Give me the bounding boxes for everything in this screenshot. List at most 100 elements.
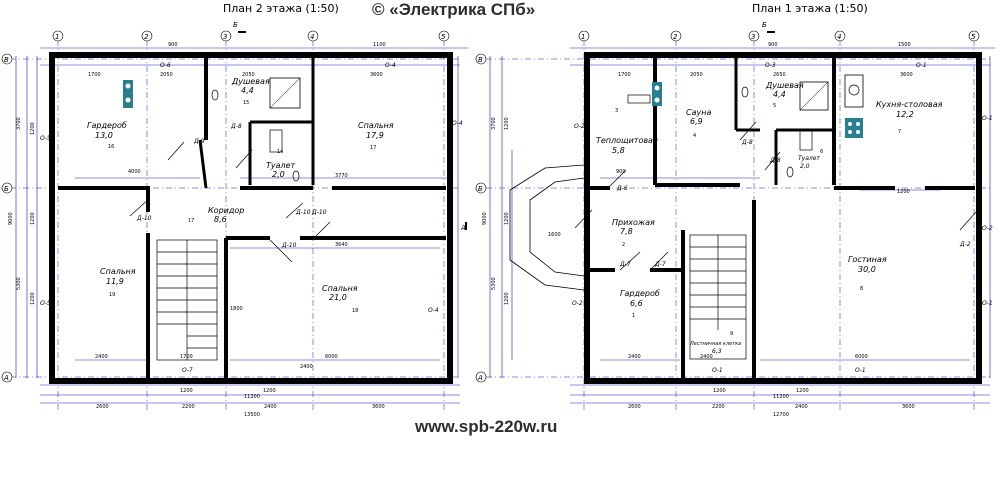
room-area: 8,6 bbox=[214, 215, 227, 224]
room-number: 17 bbox=[370, 145, 376, 151]
plan1-room-labels: Теплощитовая 5,8 3 Сауна 6,9 4 Душевая 4… bbox=[596, 81, 943, 355]
plan1-opening-marks: О-3 О-1 О-2 О-1 О-2 О-2 О-1 О-1 О-1 Д-8 … bbox=[572, 62, 993, 374]
dim: 1700 bbox=[88, 72, 101, 78]
plan1-axis-row-v: В bbox=[478, 56, 483, 64]
plan1-doors bbox=[574, 121, 977, 271]
room-area: 12,2 bbox=[896, 110, 914, 119]
plan2-dimension-values: 900 1100 1700 2050 2050 3600 1200 1200 1… bbox=[8, 42, 386, 418]
plan1-axis-col-5: 5 bbox=[971, 33, 976, 41]
dim: 1200 bbox=[504, 212, 510, 225]
dim: 1500 bbox=[898, 42, 911, 48]
dim: 9000 bbox=[482, 212, 488, 225]
room-number: 14 bbox=[277, 149, 283, 155]
room-number: 17 bbox=[188, 218, 194, 224]
room-name: Кухня-столовая bbox=[876, 100, 943, 109]
room-number: 3 bbox=[615, 108, 618, 114]
room-area: 30,0 bbox=[858, 265, 876, 274]
plan2-title: План 2 этажа (1:50) bbox=[223, 2, 339, 15]
plan1-axis-lines bbox=[486, 40, 990, 412]
room-area: 5,8 bbox=[612, 146, 625, 155]
room-area: 11,9 bbox=[106, 277, 124, 286]
plan2-axis-col-2: 2 bbox=[144, 33, 149, 41]
window-mark: О-1 bbox=[712, 367, 723, 374]
dim: 1200 bbox=[897, 189, 910, 195]
room-name: Душевая bbox=[765, 81, 804, 90]
plan2-dimension-lines bbox=[15, 47, 468, 404]
plan2-axis-labels: 1 2 3 4 5 В Б А bbox=[3, 33, 446, 382]
dim: 11200 bbox=[244, 394, 260, 400]
dim: 2050 bbox=[160, 72, 173, 78]
plan1-section-a: А bbox=[460, 224, 466, 232]
room-area: 21,0 bbox=[329, 293, 347, 302]
door-mark: Д-8 bbox=[769, 157, 781, 164]
plan1-axis-col-1: 1 bbox=[581, 33, 585, 41]
dim: 3770 bbox=[335, 173, 348, 179]
plan2-axis-col-4: 4 bbox=[310, 33, 314, 41]
dim: 3600 bbox=[900, 72, 913, 78]
room-area: 17,9 bbox=[366, 131, 384, 140]
plan2-stairs bbox=[156, 239, 218, 361]
dim: 1200 bbox=[30, 122, 36, 135]
door-mark: Д-6 bbox=[616, 185, 628, 192]
room-area: 7,8 bbox=[620, 227, 633, 236]
room-area: 6,9 bbox=[690, 117, 703, 126]
room-name: Спальня bbox=[358, 121, 394, 130]
plan1-axis-col-3: 3 bbox=[751, 33, 755, 41]
dim: 3600 bbox=[370, 72, 383, 78]
window-mark: О-1 bbox=[982, 300, 993, 307]
dim: 3600 bbox=[902, 404, 915, 410]
window-mark: О-7 bbox=[182, 367, 193, 374]
dim: 5300 bbox=[16, 277, 22, 290]
dim: 900 bbox=[768, 42, 778, 48]
door-mark: Д-10 bbox=[295, 209, 311, 216]
room-name: Туалет bbox=[266, 161, 296, 170]
room-number: 15 bbox=[243, 100, 249, 106]
dim: 2650 bbox=[773, 72, 786, 78]
dim: 5300 bbox=[491, 277, 497, 290]
dim: 3600 bbox=[372, 404, 385, 410]
plan1-dimension-lines bbox=[489, 47, 995, 404]
dim: 1700 bbox=[618, 72, 631, 78]
room-name: Спальня bbox=[100, 267, 136, 276]
plan2-opening-marks: О-6 О-4 О-5 О-5 О-4 О-7 О-4 Д-9 Д-8 Д-10… bbox=[40, 62, 463, 374]
plan1-section-mark: Б bbox=[762, 21, 767, 29]
window-mark: О-2 bbox=[982, 225, 993, 232]
window-mark: О-2 bbox=[574, 123, 585, 130]
room-name: Лестничная клетка bbox=[689, 341, 741, 347]
dim: 6000 bbox=[325, 354, 338, 360]
dim: 2400 bbox=[628, 354, 641, 360]
dim: 2050 bbox=[242, 72, 255, 78]
room-area: 6,6 bbox=[630, 299, 643, 308]
room-number: 6 bbox=[820, 149, 823, 155]
dim: 3700 bbox=[491, 117, 497, 130]
dim: 2400 bbox=[95, 354, 108, 360]
room-name: Гостиная bbox=[848, 255, 887, 264]
plan2-section-mark: Б bbox=[233, 21, 238, 29]
dim: 1200 bbox=[30, 212, 36, 225]
room-name: Туалет bbox=[798, 155, 820, 162]
plan1-fixtures bbox=[627, 74, 864, 178]
plan1-axis-row-a: А bbox=[477, 374, 483, 382]
dim: 1200 bbox=[713, 388, 726, 394]
plan2-doors bbox=[129, 141, 331, 263]
room-area: 13,0 bbox=[95, 131, 113, 140]
room-area: 2,0 bbox=[272, 170, 285, 179]
website-label: www.spb-220w.ru bbox=[415, 417, 558, 436]
dim: 1800 bbox=[230, 306, 243, 312]
room-number: 1 bbox=[632, 313, 635, 319]
window-mark: О-4 bbox=[385, 62, 396, 69]
dim: 1200 bbox=[504, 117, 510, 130]
dim: 2050 bbox=[690, 72, 703, 78]
plan2-axis-col-1: 1 bbox=[55, 33, 59, 41]
room-number: 4 bbox=[693, 133, 696, 139]
plan2-axis-bubbles bbox=[1, 30, 450, 383]
dim: 1100 bbox=[373, 42, 386, 48]
door-mark: Д-7 bbox=[619, 261, 631, 268]
plan2-walls bbox=[49, 52, 453, 384]
dim: 2400 bbox=[700, 354, 713, 360]
plan2-room-labels: Гардероб 13,0 16 Душевая 4,4 15 Туалет 2… bbox=[87, 77, 394, 314]
door-mark: Д-9 bbox=[193, 138, 205, 145]
room-area: 4,4 bbox=[241, 86, 254, 95]
room-name: Спальня bbox=[322, 284, 358, 293]
plan1-title: План 1 этажа (1:50) bbox=[752, 2, 868, 15]
